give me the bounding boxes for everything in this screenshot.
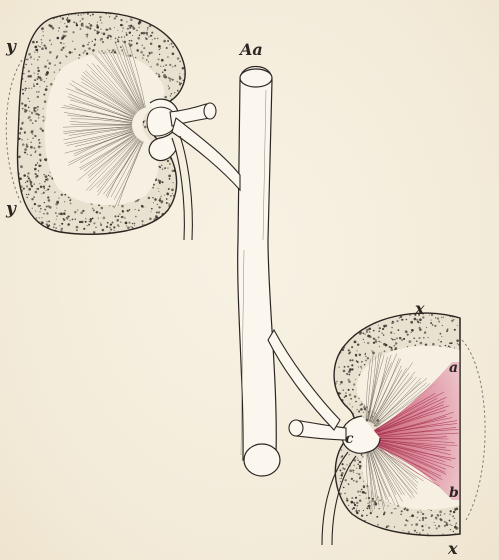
lower-renal-vein [268, 330, 340, 430]
upper-renal-vein [172, 118, 240, 190]
aorta-vessel [238, 67, 277, 461]
upper-renal-artery-end [204, 103, 216, 119]
label-upper-bottom-y: y [5, 199, 17, 219]
label-lower-c: c [345, 431, 354, 447]
aorta [238, 67, 280, 477]
label-aorta: Aa [238, 40, 263, 59]
lower-renal-artery-end [289, 420, 303, 436]
lower-dashed-outline [462, 340, 485, 520]
label-lower-bottom-x: x [447, 539, 458, 558]
label-lower-b: b [449, 485, 459, 501]
upper-renal-vessels [170, 103, 240, 240]
upper-kidney [6, 7, 189, 241]
lower-kidney [327, 304, 485, 541]
aorta-top-opening [240, 69, 272, 87]
label-lower-a: a [449, 360, 458, 376]
label-upper-top-y: y [5, 37, 17, 57]
aorta-bottom-opening [244, 444, 280, 476]
label-lower-top-x: x [414, 299, 425, 318]
